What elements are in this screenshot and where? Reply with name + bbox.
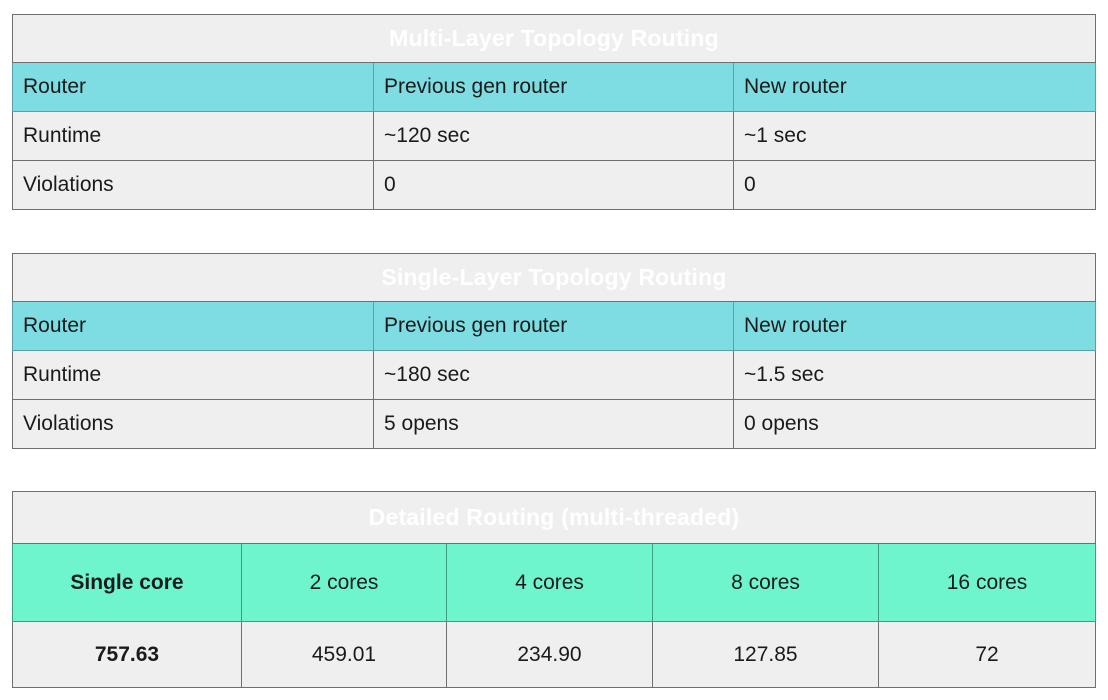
- table-title: Detailed Routing (multi-threaded): [11, 491, 1097, 544]
- cell-runtime-8-cores: 127.85: [652, 621, 879, 688]
- table-detailed-routing-multi-threaded: Detailed Routing (multi-threaded) Single…: [11, 491, 1097, 688]
- table-title: Single-Layer Topology Routing: [11, 253, 1097, 302]
- column-header-router: Router: [12, 62, 374, 112]
- table-single-layer-topology-routing: Single-Layer Topology Routing Router Pre…: [11, 253, 1097, 449]
- table-row: 757.63 459.01 234.90 127.85 72: [12, 621, 1097, 688]
- column-header-new-router: New router: [732, 62, 1097, 112]
- row-label-violations: Violations: [12, 160, 374, 210]
- column-header-2-cores: 2 cores: [241, 543, 447, 622]
- column-header-4-cores: 4 cores: [446, 543, 653, 622]
- table-title-row: Detailed Routing (multi-threaded): [11, 491, 1097, 544]
- table-header-row: Single core 2 cores 4 cores 8 cores 16 c…: [12, 543, 1097, 622]
- cell-runtime-single-core: 757.63: [12, 621, 242, 688]
- row-label-runtime: Runtime: [12, 350, 374, 400]
- cell-runtime-new: ~1 sec: [732, 111, 1097, 161]
- cell-violations-new: 0 opens: [732, 399, 1097, 449]
- table-title-row: Single-Layer Topology Routing: [11, 253, 1097, 302]
- table-row: Violations 5 opens 0 opens: [12, 399, 1097, 449]
- row-label-runtime: Runtime: [12, 111, 374, 161]
- table-title-row: Multi-Layer Topology Routing: [11, 14, 1097, 63]
- row-label-violations: Violations: [12, 399, 374, 449]
- column-header-new-router: New router: [732, 301, 1097, 351]
- cell-violations-previous-gen: 0: [373, 160, 734, 210]
- table-header-row: Router Previous gen router New router: [12, 62, 1097, 112]
- cell-runtime-previous-gen: ~120 sec: [373, 111, 734, 161]
- cell-violations-new: 0: [732, 160, 1097, 210]
- cell-runtime-4-cores: 234.90: [446, 621, 653, 688]
- cell-runtime-new: ~1.5 sec: [732, 350, 1097, 400]
- column-header-single-core: Single core: [12, 543, 242, 622]
- table-multi-layer-topology-routing: Multi-Layer Topology Routing Router Prev…: [11, 14, 1097, 210]
- table-row: Violations 0 0: [12, 160, 1097, 210]
- column-header-router: Router: [12, 301, 374, 351]
- table-row: Runtime ~180 sec ~1.5 sec: [12, 350, 1097, 400]
- column-header-previous-gen-router: Previous gen router: [373, 301, 734, 351]
- cell-violations-previous-gen: 5 opens: [373, 399, 734, 449]
- cell-runtime-16-cores: 72: [877, 621, 1097, 688]
- table-header-row: Router Previous gen router New router: [12, 301, 1097, 351]
- column-header-previous-gen-router: Previous gen router: [373, 62, 734, 112]
- cell-runtime-previous-gen: ~180 sec: [373, 350, 734, 400]
- table-title: Multi-Layer Topology Routing: [11, 14, 1097, 63]
- column-header-8-cores: 8 cores: [652, 543, 879, 622]
- column-header-16-cores: 16 cores: [877, 543, 1097, 622]
- table-row: Runtime ~120 sec ~1 sec: [12, 111, 1097, 161]
- cell-runtime-2-cores: 459.01: [241, 621, 447, 688]
